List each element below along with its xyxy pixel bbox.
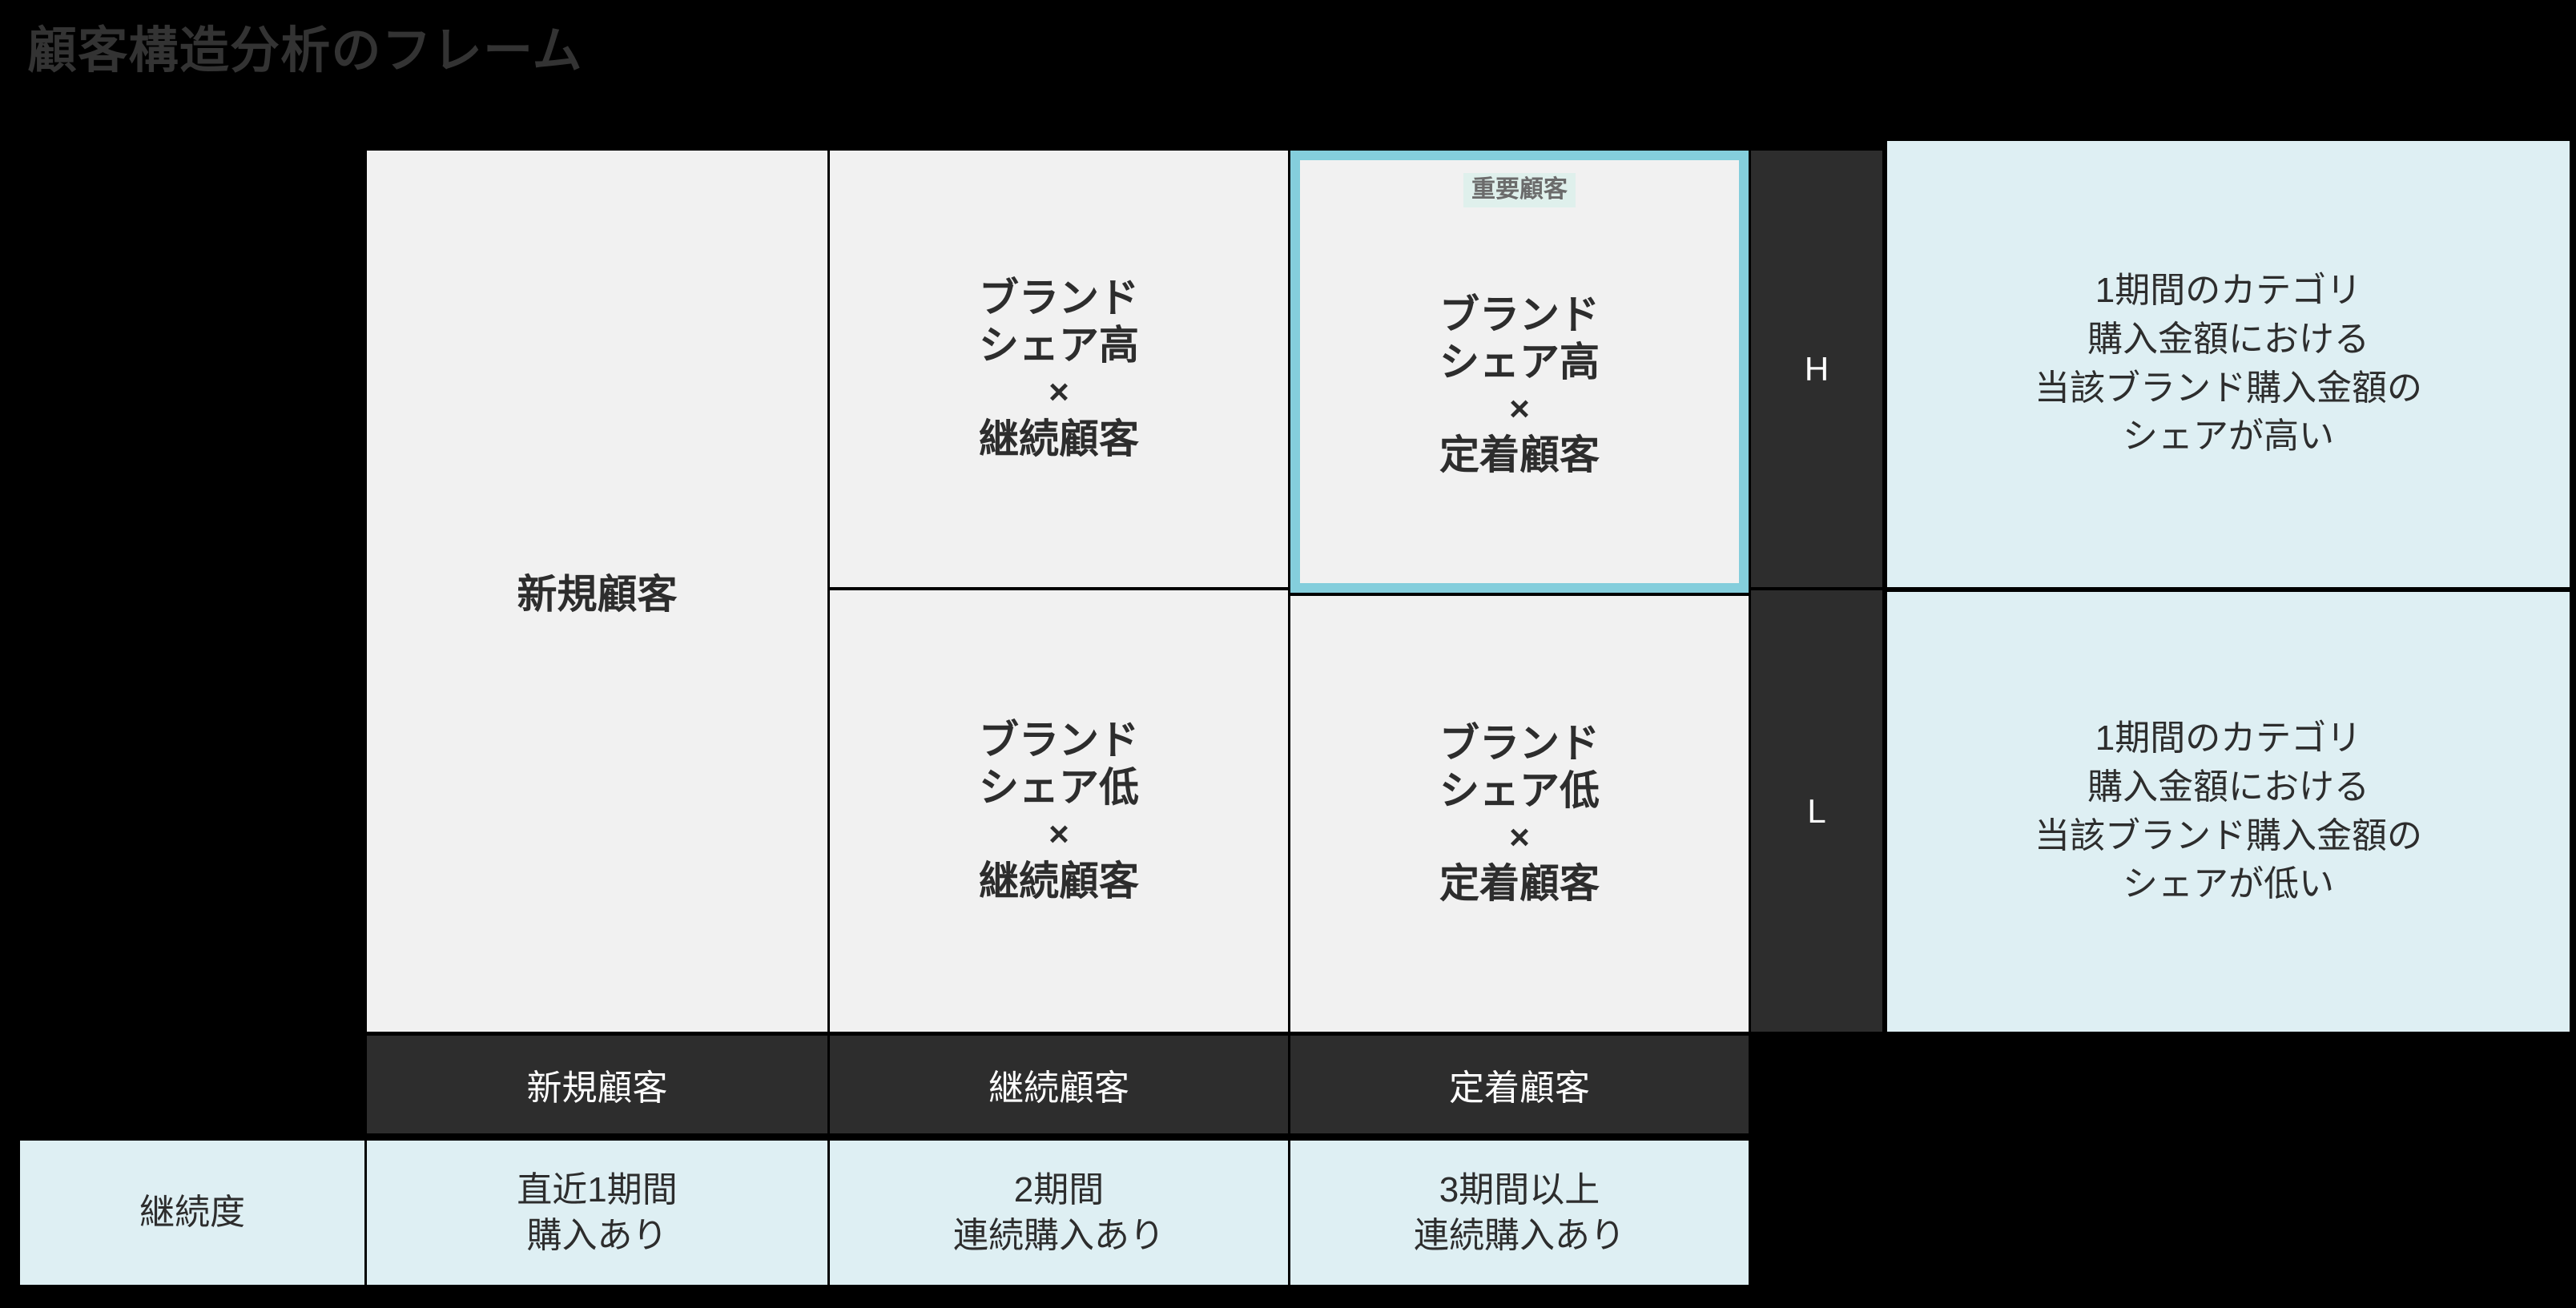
cell-line-2: シェア低: [1439, 767, 1600, 813]
cell-line-3: 定着顧客: [1439, 433, 1600, 478]
continuity-line-1: 直近1期間: [517, 1169, 678, 1209]
column-header-label: 定着顧客: [1449, 1069, 1590, 1108]
important-customer-badge: 重要顧客: [1463, 173, 1576, 207]
cell-line-1: ブランド: [979, 276, 1139, 321]
info-line-1: 1期間のカテゴリ: [2095, 271, 2362, 311]
axis-label-l: L: [1807, 791, 1826, 830]
info-line-2: 購入金額における: [2087, 319, 2369, 359]
column-header-continuing-customer: 継続顧客: [830, 1036, 1288, 1133]
info-line-2: 購入金額における: [2087, 767, 2369, 807]
column-header-loyal-customer: 定着顧客: [1290, 1036, 1749, 1133]
info-line-4: シェアが高い: [2123, 417, 2334, 457]
cell-line-3: 定着顧客: [1439, 861, 1600, 907]
column-header-label: 新規顧客: [526, 1069, 668, 1108]
continuity-line-1: 3期間以上: [1439, 1169, 1600, 1209]
cell-line-3: 継続顧客: [979, 858, 1139, 904]
cell-line-1: ブランド: [979, 718, 1139, 763]
cell-line-3: 継続顧客: [979, 416, 1139, 461]
continuity-line-2: 購入あり: [526, 1216, 668, 1255]
continuity-line-2: 連続購入あり: [1414, 1216, 1625, 1255]
share-axis-low-label: L: [1751, 590, 1882, 1032]
share-description-low: 1期間のカテゴリ 購入金額における 当該ブランド購入金額の シェアが低い: [1887, 592, 2570, 1032]
cell-text-stack: ブランド シェア高 × 定着顧客: [1439, 292, 1600, 479]
continuity-cell-loyal-customer: 3期間以上 連続購入あり: [1290, 1141, 1749, 1285]
matrix-cell-new-customer-label: 新規顧客: [517, 572, 678, 617]
matrix-cell-low-share-continuing: ブランド シェア低 × 継続顧客: [830, 590, 1288, 1032]
multiply-symbol: ×: [1049, 372, 1069, 413]
continuity-cell-continuing-customer: 2期間 連続購入あり: [830, 1141, 1288, 1285]
continuity-label-text: 継続度: [139, 1193, 245, 1233]
multiply-symbol: ×: [1509, 817, 1530, 857]
cell-line-1: ブランド: [1439, 720, 1600, 766]
cell-line-1: ブランド: [1439, 292, 1600, 337]
matrix-cell-new-customer: 新規顧客: [367, 151, 827, 1032]
cell-line-2: シェア高: [979, 323, 1139, 368]
share-description-high: 1期間のカテゴリ 購入金額における 当該ブランド購入金額の シェアが高い: [1887, 141, 2570, 587]
info-line-4: シェアが低い: [2123, 864, 2334, 904]
multiply-symbol: ×: [1509, 388, 1530, 429]
axis-label-h: H: [1804, 349, 1829, 388]
cell-line-2: シェア低: [979, 765, 1139, 811]
column-header-label: 継続顧客: [988, 1069, 1129, 1108]
cell-line-2: シェア高: [1439, 339, 1600, 384]
info-line-3: 当該ブランド購入金額の: [2035, 815, 2422, 855]
info-line-1: 1期間のカテゴリ: [2095, 718, 2362, 759]
multiply-symbol: ×: [1049, 815, 1069, 855]
continuity-line-1: 2期間: [1013, 1169, 1105, 1209]
matrix-cell-high-share-continuing: ブランド シェア高 × 継続顧客: [830, 151, 1288, 587]
continuity-cell-new-customer: 直近1期間 購入あり: [367, 1141, 827, 1285]
column-header-new-customer: 新規顧客: [367, 1036, 827, 1133]
matrix-cell-high-share-loyal-highlighted[interactable]: 重要顧客 ブランド シェア高 × 定着顧客: [1290, 151, 1749, 593]
page-title: 顧客構造分析のフレーム: [27, 23, 583, 78]
matrix-cell-low-share-loyal: ブランド シェア低 × 定着顧客: [1290, 596, 1749, 1032]
share-axis-high-label: H: [1751, 151, 1882, 587]
info-line-3: 当該ブランド購入金額の: [2035, 368, 2422, 408]
continuity-row-label: 継続度: [20, 1141, 364, 1285]
continuity-line-2: 連続購入あり: [953, 1216, 1165, 1255]
